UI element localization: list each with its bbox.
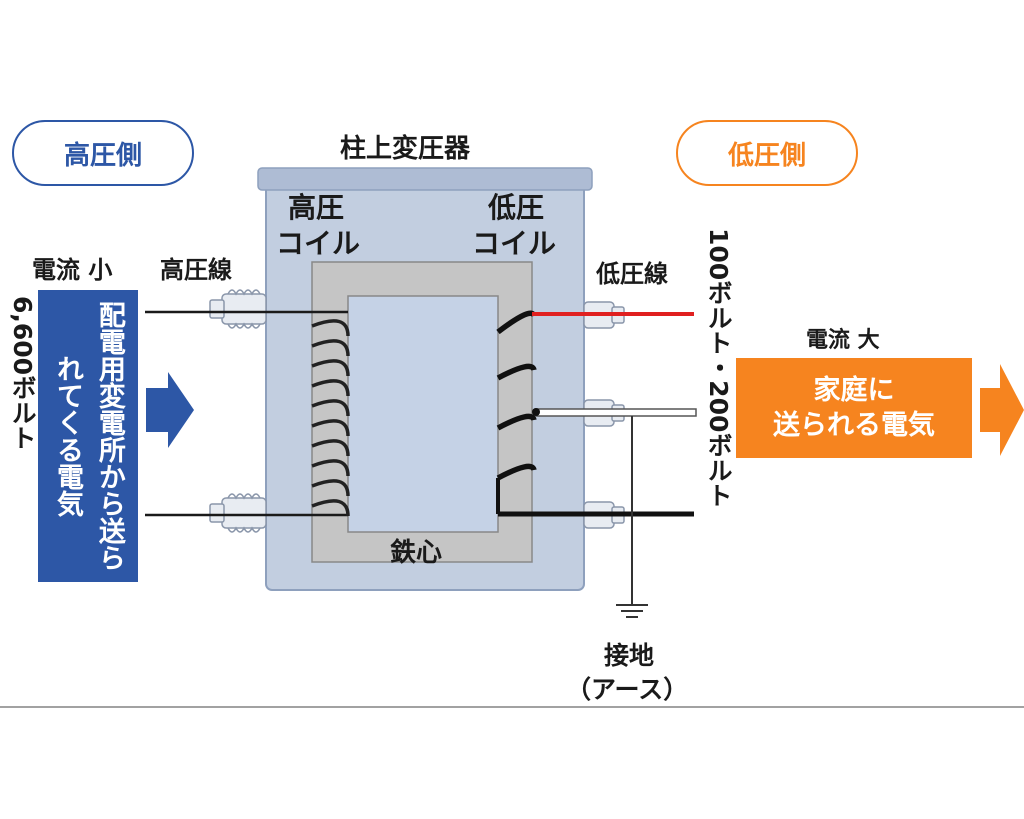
lv-wire-neutral: [535, 408, 697, 417]
high-line-label: 高圧線: [160, 256, 232, 284]
high-current-label: 電流 小: [32, 256, 113, 284]
destination-line1: 家庭に: [813, 374, 895, 406]
low-current-label: 電流 大: [806, 328, 880, 353]
low-side-pill: 低圧側: [676, 120, 858, 186]
neutral-tap: [532, 408, 540, 416]
hv-insulator-bottom: [209, 493, 267, 533]
high-voltage-value: 6,600ボルト: [8, 296, 37, 451]
low-coil-label-line1: 低圧: [488, 191, 545, 224]
high-coil-label-line1: 高圧: [288, 191, 345, 224]
iron-core-label: 鉄心: [390, 538, 443, 568]
high-coil-label-line2: コイル: [276, 227, 361, 260]
destination-box: 家庭に 送られる電気: [736, 358, 972, 458]
low-voltage-value: 100ボルト・200ボルト: [704, 228, 733, 508]
arrow-right-blue-icon: [146, 372, 194, 448]
diagram-title: 柱上変圧器: [340, 134, 471, 164]
high-voltage-coil: [311, 319, 350, 517]
ground-icon: [616, 604, 648, 618]
source-box-text: 配電用変電所から送られてくる電気: [52, 301, 125, 571]
tank-lid: [257, 167, 593, 191]
low-line-label: 低圧線: [596, 260, 668, 288]
core-window: [347, 295, 499, 533]
earth-label-line2: （アース）: [566, 675, 689, 704]
high-side-pill: 高圧側: [12, 120, 194, 186]
hv-insulator-top: [209, 289, 267, 329]
earth-label-line1: 接地: [604, 641, 655, 670]
source-box: 配電用変電所から送られてくる電気: [38, 290, 138, 582]
arrow-right-orange-icon: [980, 364, 1024, 456]
destination-line2: 送られる電気: [773, 410, 935, 441]
low-voltage-coil: [496, 310, 537, 481]
low-coil-label-line2: コイル: [472, 227, 557, 260]
